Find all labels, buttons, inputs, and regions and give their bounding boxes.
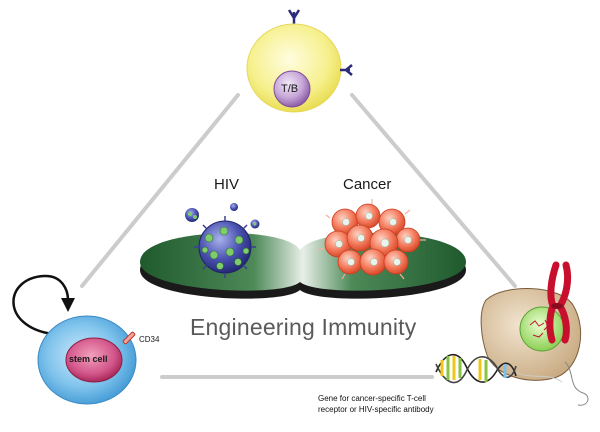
stem-cell-label: stem cell <box>69 354 108 364</box>
triangle-left-edge <box>80 93 240 288</box>
hiv-label: HIV <box>214 176 240 193</box>
diagram-title: Engineering Immunity <box>190 314 417 340</box>
triangle-right-edge <box>350 93 517 288</box>
cd34-marker-icon <box>122 331 136 345</box>
cancer-label: Cancer <box>343 176 392 193</box>
stem-cell-nucleus <box>65 337 123 383</box>
triangle-lines <box>80 93 517 379</box>
hiv-virus-icon <box>185 203 260 278</box>
stem-cell <box>12 274 137 405</box>
receptor-side-icon <box>340 64 353 76</box>
dna-helix-icon <box>435 353 563 384</box>
cd34-label: CD34 <box>139 335 160 344</box>
t-cell-nucleus <box>519 306 565 352</box>
engineered-t-cell <box>480 261 589 406</box>
gene-caption-line-2: receptor or HIV-specific antibody <box>318 405 434 414</box>
lymphocyte-cell <box>246 9 353 113</box>
gene-caption-line-1: Gene for cancer-specific T-cell <box>318 394 426 403</box>
arrow-head-icon <box>61 298 75 312</box>
receptor-top-icon <box>287 9 301 24</box>
lymphocyte-nucleus <box>273 70 311 108</box>
chromosome-icon <box>546 261 572 344</box>
cancer-cells-icon <box>317 199 426 280</box>
gene-caption: Gene for cancer-specific T-cell receptor… <box>318 393 434 415</box>
self-renewal-arrow <box>12 274 70 336</box>
tb-cell-label: T/B <box>281 83 299 95</box>
